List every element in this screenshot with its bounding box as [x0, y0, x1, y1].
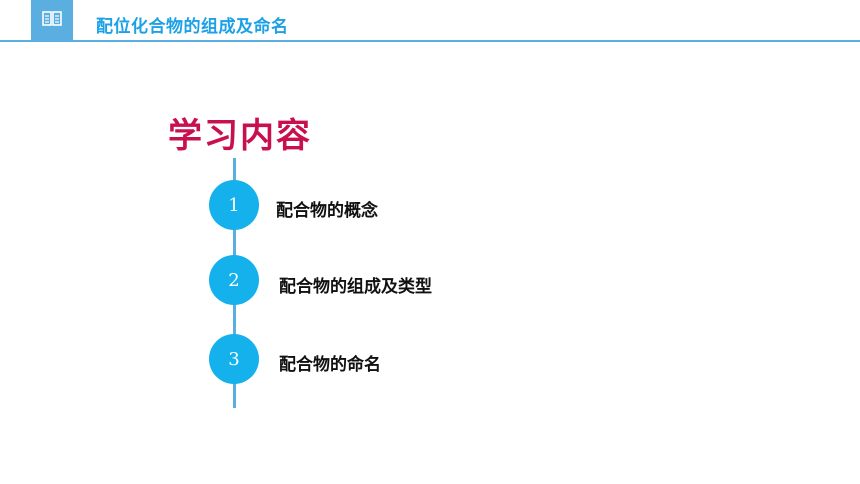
header-icon-box — [31, 0, 73, 40]
header-divider — [0, 40, 860, 42]
step-1-circle: 1 — [209, 180, 259, 230]
step-1-label: 配合物的概念 — [276, 201, 378, 221]
header-title: 配位化合物的组成及命名 — [96, 17, 289, 37]
step-2-label: 配合物的组成及类型 — [279, 277, 432, 297]
step-3-label: 配合物的命名 — [279, 355, 381, 375]
step-2-circle: 2 — [209, 255, 259, 305]
book-icon — [42, 11, 62, 26]
step-3-circle: 3 — [209, 334, 259, 384]
section-heading: 学习内容 — [168, 116, 312, 156]
